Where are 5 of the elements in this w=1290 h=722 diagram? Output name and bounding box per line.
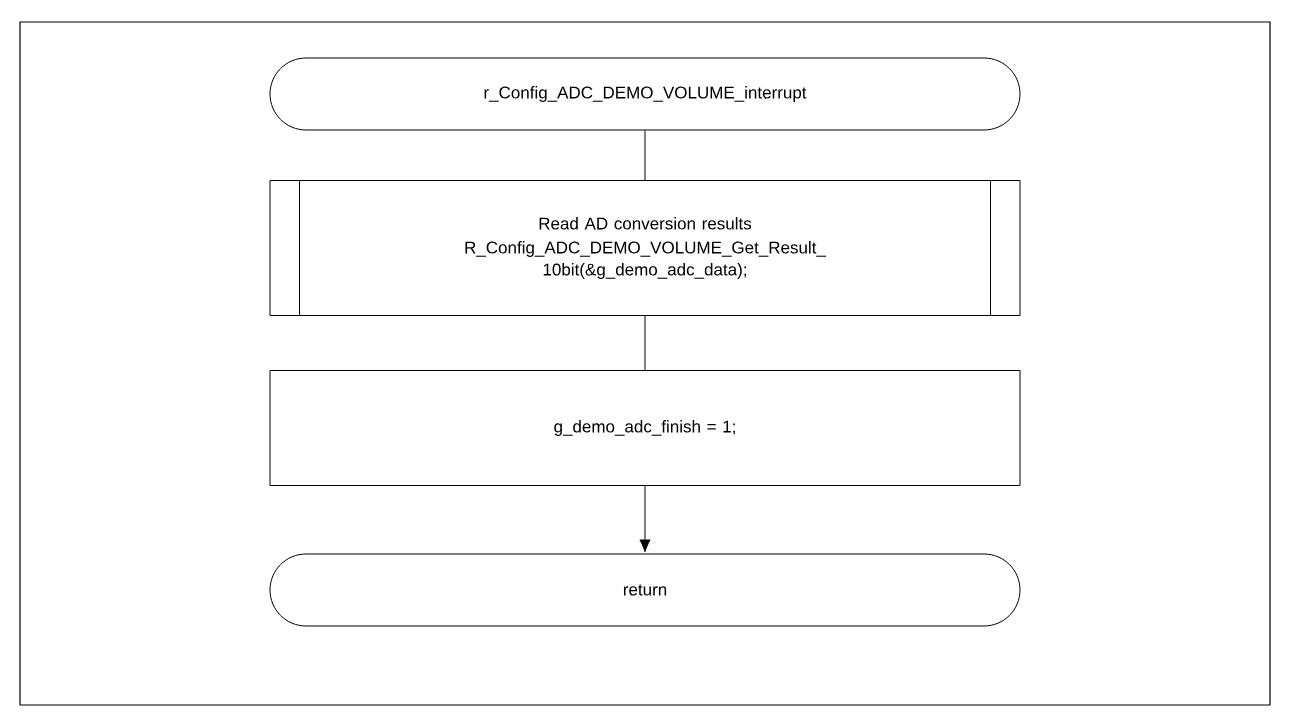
connector-line [644,315,646,371]
process-box: g_demo_adc_finish = 1; [269,370,1021,486]
arrow [639,485,651,553]
connector-line [644,130,646,181]
subroutine-box: Read AD conversion results R_Config_ADC_DEMO_VOLUME_Get_Result_ 10bit(&g_demo_adc_data); [269,179,1021,317]
